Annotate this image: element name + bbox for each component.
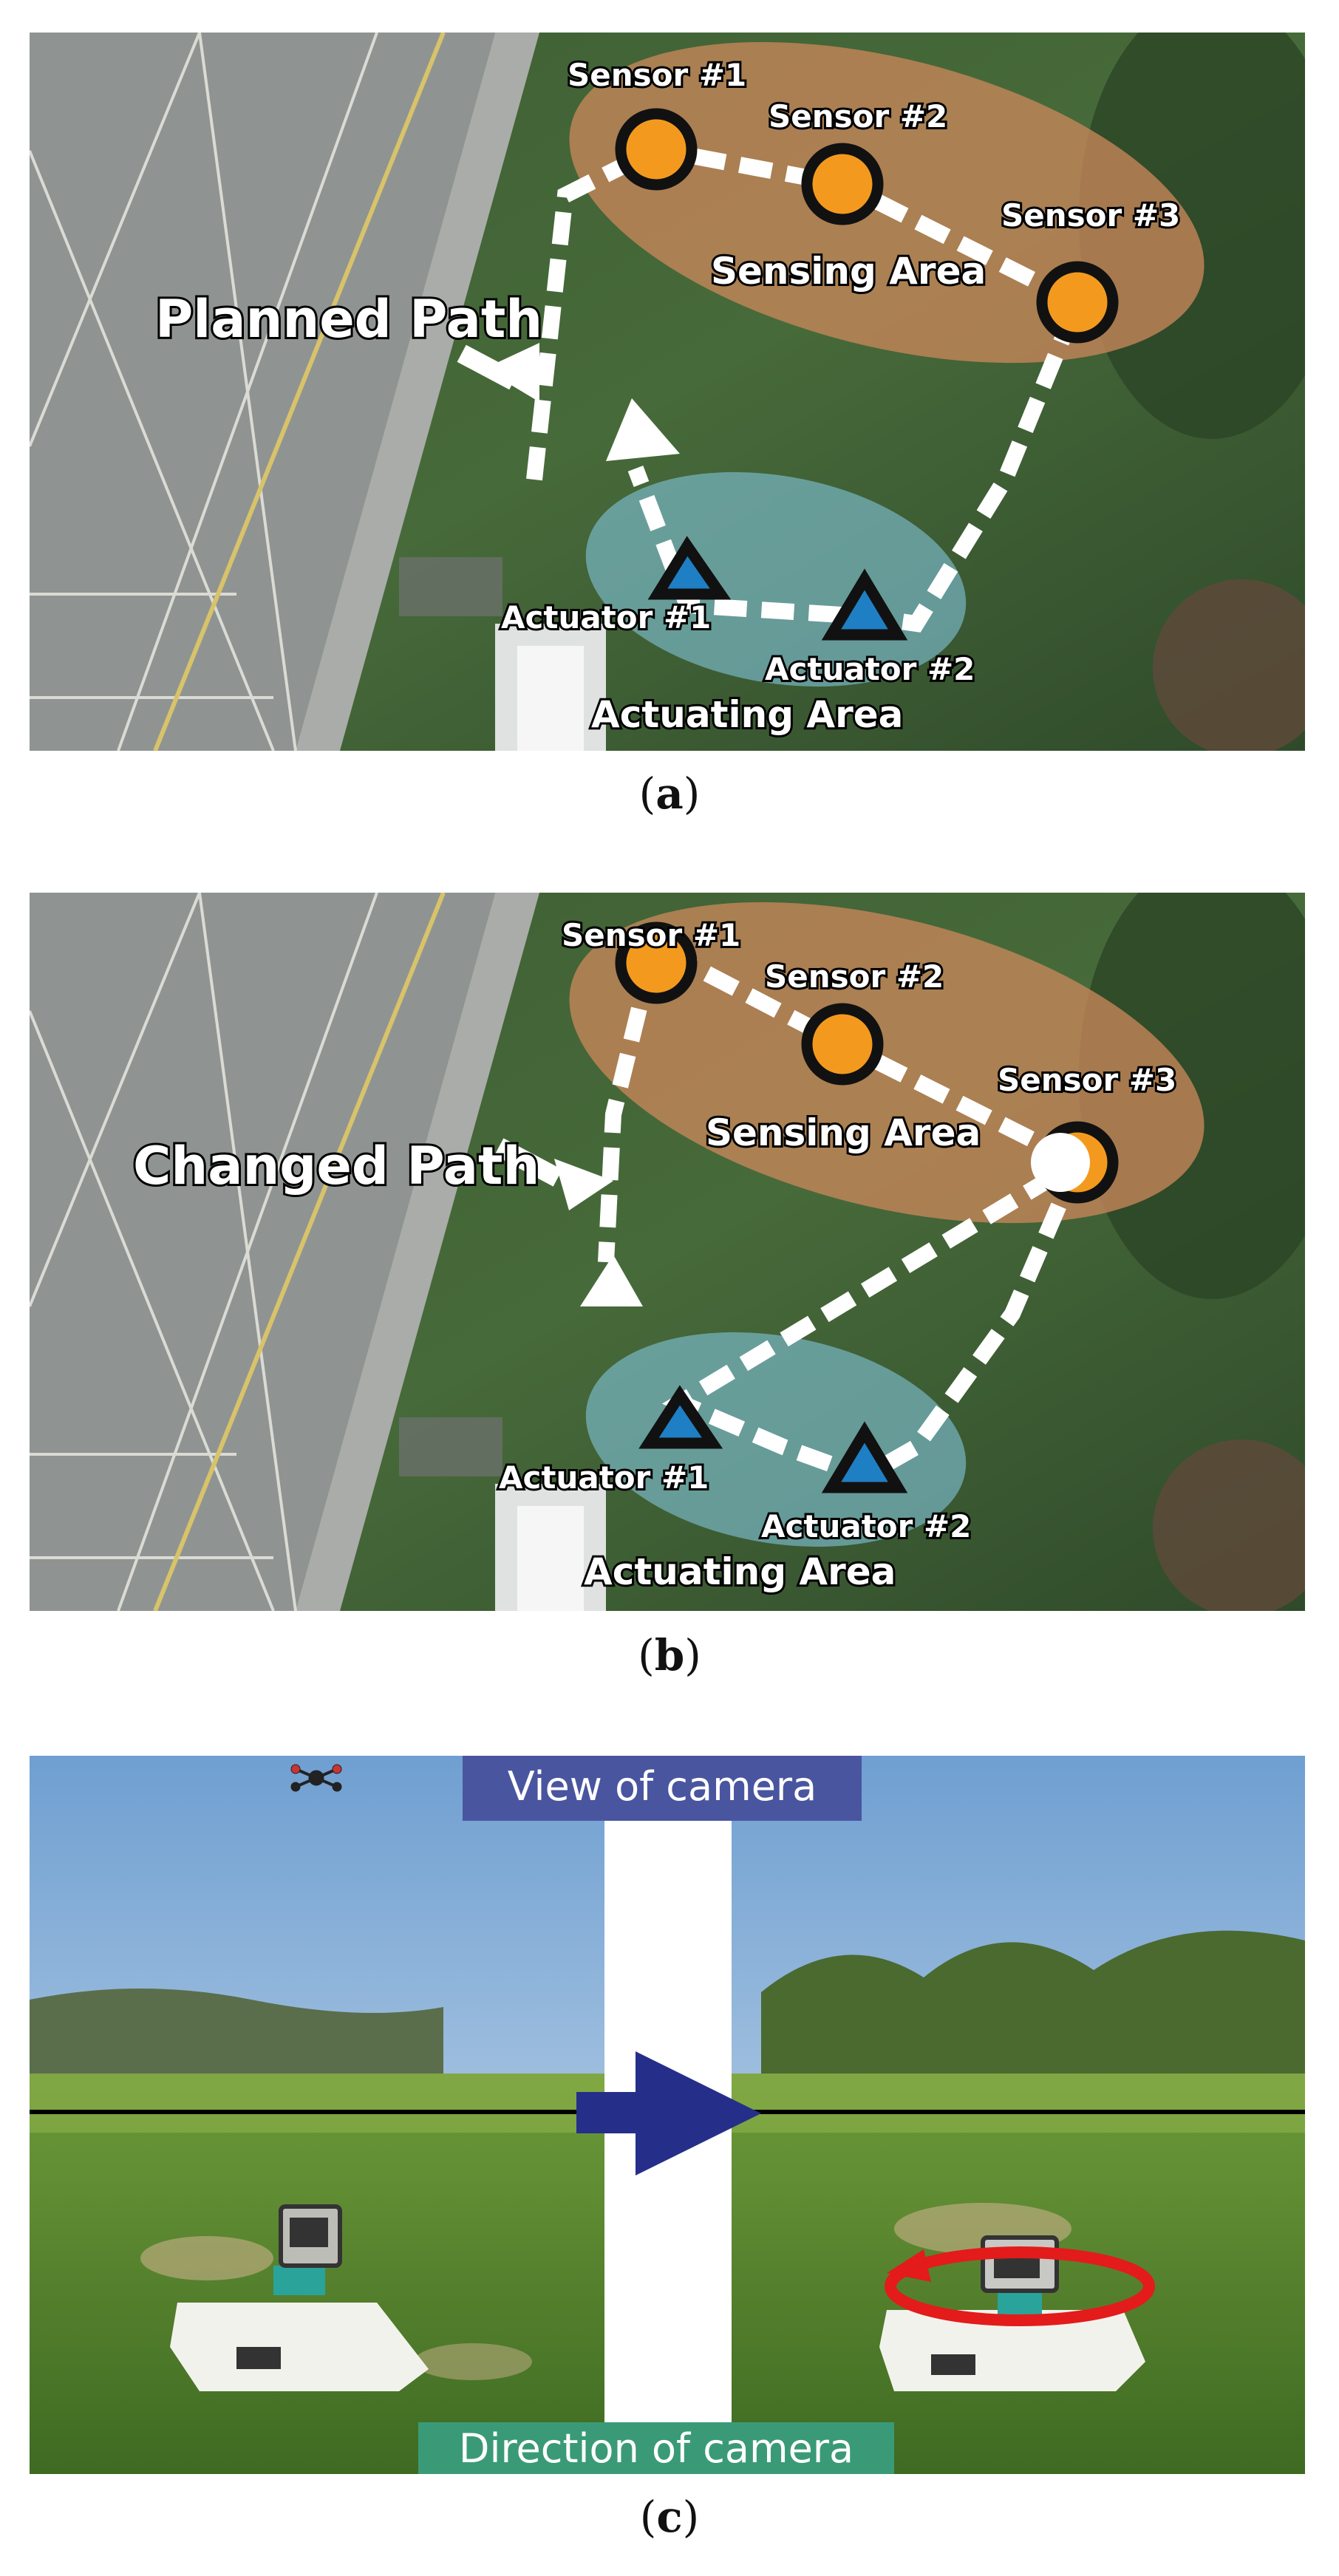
drone-icon bbox=[290, 1764, 342, 1792]
view-of-camera-label: View of camera bbox=[508, 1763, 817, 1810]
caption-b: (b) bbox=[638, 1630, 701, 1680]
camera-icon bbox=[879, 2235, 1145, 2391]
path-label: Planned Path bbox=[155, 289, 542, 350]
actuator-triangle-icon bbox=[638, 1385, 908, 1493]
actuating-area-label: Actuating Area bbox=[584, 1550, 896, 1593]
sensor2-label: Sensor #2 bbox=[765, 958, 944, 995]
caption-a: (a) bbox=[638, 769, 701, 819]
direction-of-camera-label: Direction of camera bbox=[459, 2425, 854, 2472]
panel-a-aerial-map: Sensor #1 Sensor #2 Sensor #3 Sensing Ar… bbox=[30, 33, 1305, 751]
actuator2-label: Actuator #2 bbox=[761, 1508, 971, 1544]
sensor3-label: Sensor #3 bbox=[998, 1062, 1176, 1098]
camera-icon bbox=[170, 2204, 429, 2391]
sensor1-label: Sensor #1 bbox=[568, 57, 746, 93]
sensor-icon bbox=[615, 108, 1119, 344]
panel-b-aerial-map: Sensor #1 Sensor #2 Sensor #3 Sensing Ar… bbox=[30, 893, 1305, 1611]
actuator1-label: Actuator #1 bbox=[501, 599, 711, 636]
actuating-area-label: Actuating Area bbox=[591, 693, 903, 736]
sensing-area-label: Sensing Area bbox=[711, 250, 986, 293]
caption-c: (c) bbox=[639, 2492, 700, 2542]
sensor-icon bbox=[615, 921, 1119, 1204]
sensor1-label: Sensor #1 bbox=[562, 917, 740, 953]
sensor2-label: Sensor #2 bbox=[769, 98, 947, 134]
direction-arrow-icon bbox=[576, 2051, 761, 2175]
actuator2-label: Actuator #2 bbox=[765, 651, 975, 687]
sensing-area-label: Sensing Area bbox=[706, 1111, 981, 1154]
rotation-arrow-icon bbox=[885, 2246, 1155, 2326]
actuator-triangle-icon bbox=[647, 536, 908, 641]
sensor3-label: Sensor #3 bbox=[1001, 197, 1180, 234]
panel-c-camera-photo: View of camera Direction of camera bbox=[30, 1756, 1305, 2474]
actuator1-label: Actuator #1 bbox=[499, 1459, 709, 1496]
path-label: Changed Path bbox=[133, 1136, 539, 1196]
